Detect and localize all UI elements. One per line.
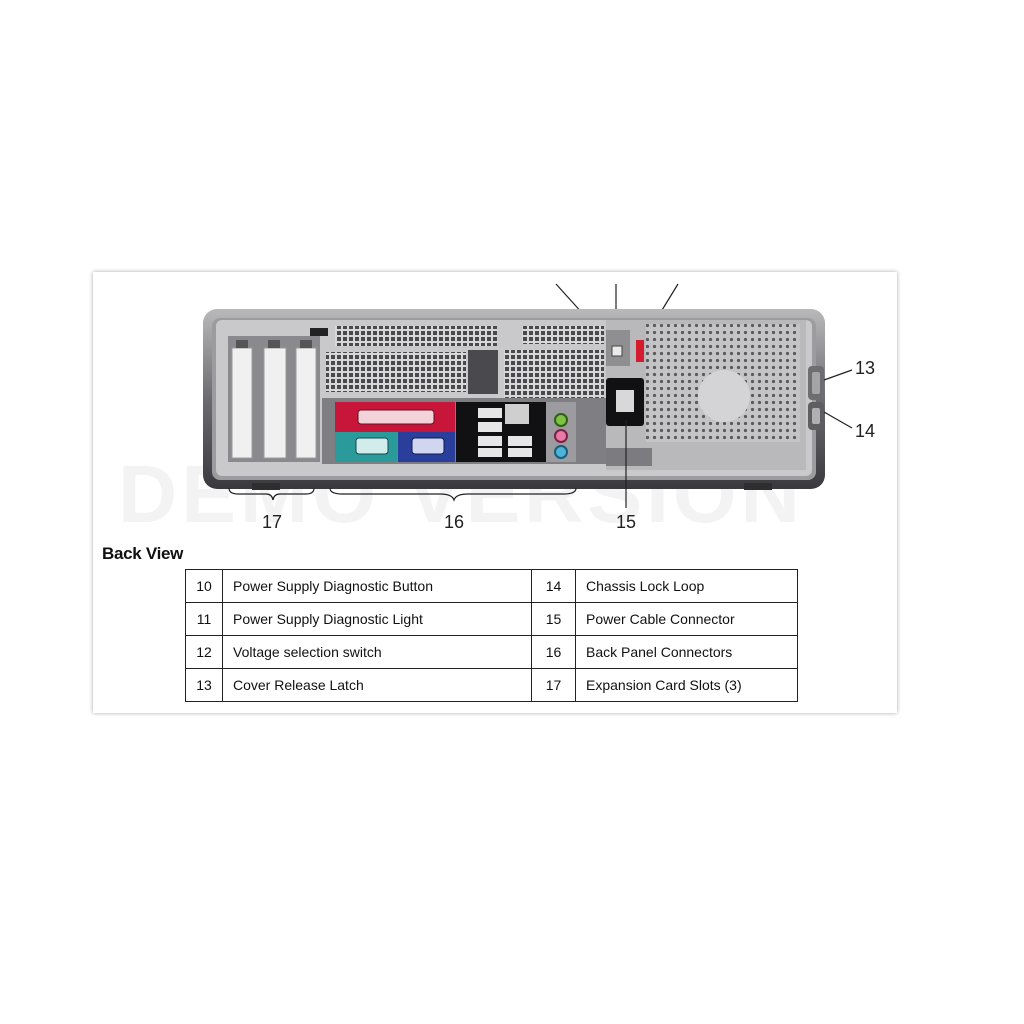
callout-14: 14 <box>855 421 876 441</box>
table-row: 10 Power Supply Diagnostic Button 14 Cha… <box>185 569 798 603</box>
legend-label: Power Cable Connector <box>575 602 798 636</box>
legend-label: Power Supply Diagnostic Button <box>222 569 532 603</box>
chassis-lock-loop <box>808 402 824 430</box>
legend-number: 10 <box>185 569 223 603</box>
brace-17 <box>228 487 315 501</box>
expansion-card-slots <box>228 328 328 462</box>
legend-label: Chassis Lock Loop <box>575 569 798 603</box>
callout-13: 13 <box>855 358 876 378</box>
table-row: 12 Voltage selection switch 16 Back Pane… <box>185 635 798 669</box>
network-port <box>505 404 529 424</box>
legend-number: 15 <box>531 602 576 636</box>
leader-13 <box>823 369 853 381</box>
legend-number: 12 <box>185 635 223 669</box>
voltage-switch <box>636 340 644 362</box>
callout-16: 16 <box>444 512 465 532</box>
callout-17: 17 <box>262 512 283 532</box>
legend-number: 11 <box>185 602 223 636</box>
handle-recess <box>468 350 498 394</box>
legend-number: 14 <box>531 569 576 603</box>
figure-title: Back View <box>102 544 184 563</box>
table-row: 11 Power Supply Diagnostic Light 15 Powe… <box>185 602 798 636</box>
back-panel-connectors <box>322 398 608 464</box>
legend-label: Expansion Card Slots (3) <box>575 668 798 702</box>
legend-label: Cover Release Latch <box>222 668 532 702</box>
diagnostic-button <box>611 345 623 357</box>
legend-number: 17 <box>531 668 576 702</box>
legend-label: Power Supply Diagnostic Light <box>222 602 532 636</box>
brace-16 <box>329 487 577 502</box>
table-row: 13 Cover Release Latch 17 Expansion Card… <box>185 668 798 702</box>
vent-grille-left <box>326 352 466 392</box>
top-vent-grille-right <box>522 326 604 344</box>
legend-number: 13 <box>185 668 223 702</box>
power-supply <box>606 320 806 470</box>
callout-15: 15 <box>616 512 637 532</box>
legend-label: Back Panel Connectors <box>575 635 798 669</box>
legend-label: Voltage selection switch <box>222 635 532 669</box>
leader-14 <box>823 411 853 429</box>
cover-release-latch <box>808 366 824 400</box>
top-vent-grille <box>335 326 497 346</box>
legend-number: 16 <box>531 635 576 669</box>
legend-table: 10 Power Supply Diagnostic Button 14 Cha… <box>185 569 798 702</box>
